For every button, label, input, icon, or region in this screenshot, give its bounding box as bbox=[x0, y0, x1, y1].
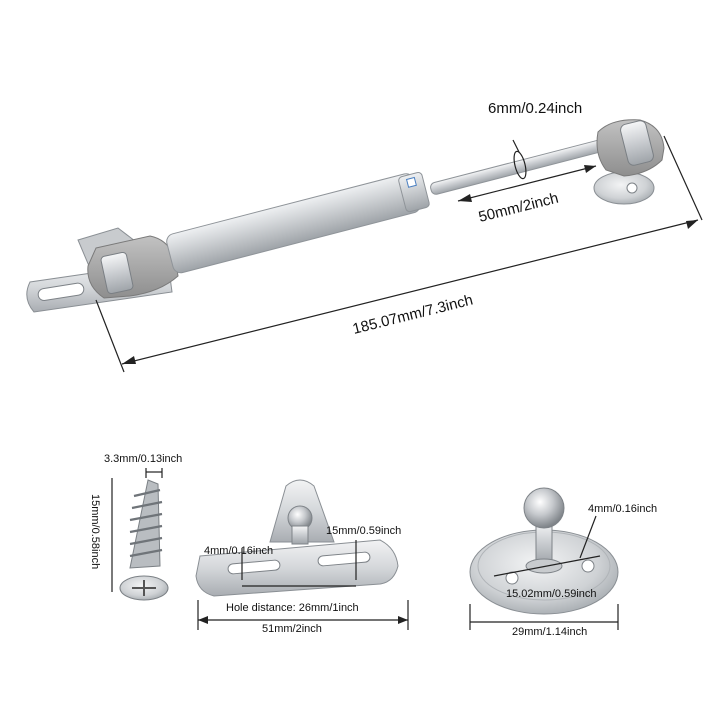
ball-mount: 4mm/0.16inch 15.02mm/0.59inch 29mm/1.14i… bbox=[469, 487, 657, 638]
blue-marker-icon bbox=[405, 176, 417, 188]
bracket-height-label: 15mm/0.59inch bbox=[326, 525, 401, 537]
screw-length-label: 15mm/0.58inch bbox=[89, 494, 101, 569]
screw: 3.3mm/0.13inch 15mm/0.58inch bbox=[89, 453, 182, 601]
strut-cylinder bbox=[166, 172, 430, 274]
mount-hole-label: 4mm/0.16inch bbox=[588, 503, 657, 515]
gas-strut bbox=[26, 119, 665, 313]
right-end-cap bbox=[593, 119, 665, 205]
left-end-cap bbox=[87, 235, 179, 299]
stroke-label: 50mm/2inch bbox=[477, 190, 560, 226]
mount-hole-distance-label: 15.02mm/0.59inch bbox=[506, 588, 597, 600]
rod-diameter-label: 6mm/0.24inch bbox=[488, 100, 582, 117]
total-length-label: 185.07mm/7.3inch bbox=[351, 292, 475, 338]
flat-bracket: 4mm/0.16inch 15mm/0.59inch Hole distance… bbox=[195, 479, 409, 635]
bracket-width-label: 51mm/2inch bbox=[262, 623, 322, 635]
screw-diameter-label: 3.3mm/0.13inch bbox=[104, 453, 182, 465]
hole-distance-label: Hole distance: 26mm/1inch bbox=[226, 602, 359, 614]
mount-diameter-label: 29mm/1.14inch bbox=[512, 626, 587, 638]
bracket-slot-label: 4mm/0.16inch bbox=[204, 545, 273, 557]
